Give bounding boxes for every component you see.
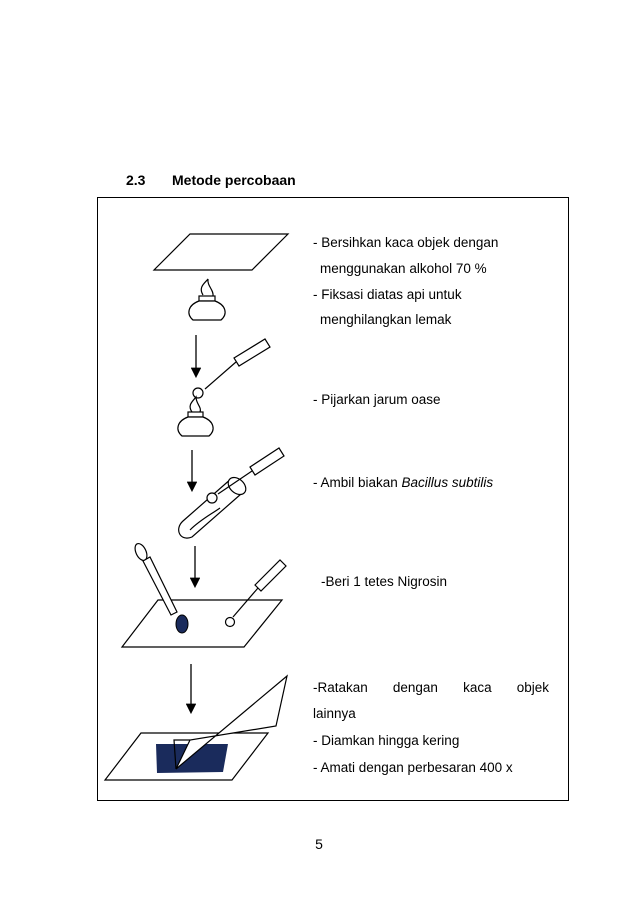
- page-number: 5: [315, 836, 323, 852]
- step1-line1: - Bersihkan kaca objek dengan: [313, 235, 499, 250]
- glass-slide-icon: [120, 599, 284, 648]
- spreader-slide-icon: [175, 674, 288, 770]
- section-heading: 2.3 Metode percobaan: [126, 172, 296, 188]
- step3-text: - Pijarkan jarum oase: [313, 392, 441, 407]
- step4-text: - Ambil biakan Bacillus subtilis: [313, 473, 493, 493]
- section-number: 2.3: [126, 172, 146, 188]
- step4-prefix: - Ambil biakan: [313, 475, 402, 490]
- inoculating-loop-icon: [224, 559, 287, 628]
- step2-line1: - Fiksasi diatas api untuk: [313, 287, 462, 302]
- procedure-box: [97, 197, 569, 801]
- inoculating-loop-icon: [192, 338, 271, 399]
- dropper-icon: [134, 542, 178, 616]
- test-tube-icon: [178, 476, 247, 539]
- step8-text: - Amati dengan perbesaran 400 x: [313, 760, 513, 775]
- nigrosin-drop: [175, 614, 189, 634]
- spirit-lamp-icon: [177, 395, 214, 437]
- smear-stain: [156, 744, 228, 773]
- step5-text: -Beri 1 tetes Nigrosin: [321, 574, 448, 589]
- step6-word: objek: [516, 680, 549, 695]
- step6-line1: -Ratakan dengan kaca objek: [313, 680, 549, 695]
- spirit-lamp-icon: [188, 278, 226, 321]
- glass-slide-icon: [152, 233, 290, 271]
- step2-line2: menghilangkan lemak: [320, 312, 452, 327]
- section-title: Metode percobaan: [172, 172, 296, 188]
- step6-word: -Ratakan: [313, 680, 368, 695]
- step4-organism: Bacillus subtilis: [401, 475, 494, 490]
- step6-word: dengan: [392, 680, 438, 695]
- inoculating-loop-icon: [206, 447, 285, 504]
- step6-word: kaca: [463, 680, 492, 695]
- step7-text: - Diamkan hingga kering: [313, 733, 460, 748]
- step6-line2: lainnya: [313, 706, 356, 721]
- step1-line2: menggunakan alkohol 70 %: [320, 261, 487, 276]
